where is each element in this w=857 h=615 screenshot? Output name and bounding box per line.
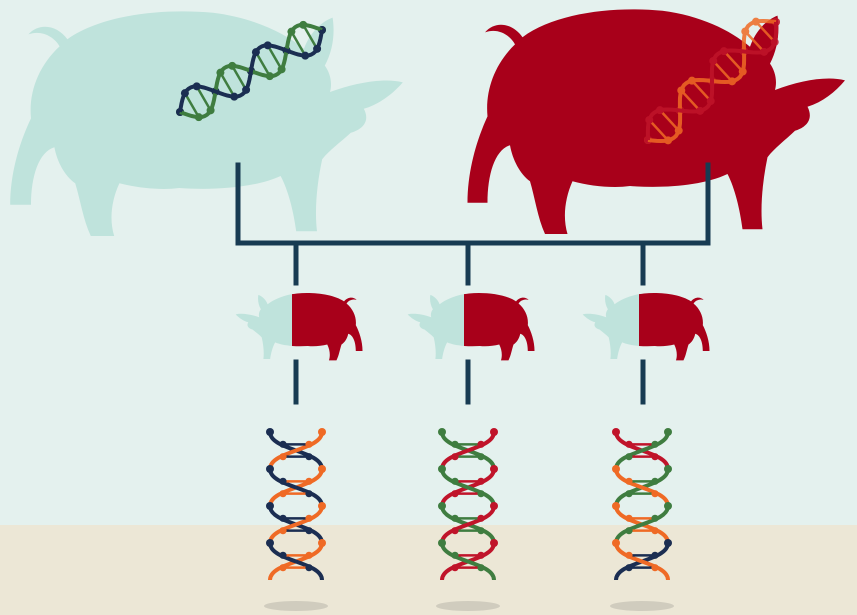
dna-node xyxy=(318,502,326,510)
dna-node xyxy=(279,478,286,485)
dna-node xyxy=(305,564,312,571)
dna-node xyxy=(490,465,498,473)
dna-node xyxy=(625,527,632,534)
dna-node xyxy=(266,539,274,547)
dna-shadow xyxy=(436,601,500,611)
dna-node xyxy=(664,428,672,436)
dna-node xyxy=(305,490,312,497)
dna-node xyxy=(279,564,286,571)
dna-node xyxy=(477,478,484,485)
dna-node xyxy=(612,502,620,510)
dna-node xyxy=(438,502,446,510)
dna-node xyxy=(651,527,658,534)
dna-node xyxy=(625,441,632,448)
dna-node xyxy=(612,428,620,436)
dna-node xyxy=(451,552,458,559)
dna-node xyxy=(305,515,312,522)
dna-node xyxy=(305,552,312,559)
dna-node xyxy=(438,428,446,436)
dna-node xyxy=(305,441,312,448)
dna-node xyxy=(651,564,658,571)
dna-node xyxy=(451,515,458,522)
floor-band xyxy=(0,525,857,615)
dna-node xyxy=(625,515,632,522)
dna-node xyxy=(625,478,632,485)
dna-node xyxy=(477,552,484,559)
dna-node xyxy=(490,539,498,547)
dna-node xyxy=(651,490,658,497)
dna-node xyxy=(451,441,458,448)
dna-node xyxy=(477,490,484,497)
dna-node xyxy=(612,465,620,473)
dna-node xyxy=(451,564,458,571)
dna-shadow xyxy=(264,601,328,611)
dna-node xyxy=(266,465,274,473)
dna-node xyxy=(651,478,658,485)
dna-node xyxy=(612,539,620,547)
dna-node xyxy=(438,539,446,547)
dna-node xyxy=(477,564,484,571)
dna-node xyxy=(477,441,484,448)
dna-node xyxy=(477,453,484,460)
dna-node xyxy=(279,453,286,460)
dna-node xyxy=(625,564,632,571)
dna-node xyxy=(266,428,274,436)
dna-node xyxy=(318,465,326,473)
dna-node xyxy=(279,515,286,522)
dna-node xyxy=(451,453,458,460)
dna-node xyxy=(279,527,286,534)
dna-node xyxy=(490,428,498,436)
dna-shadow xyxy=(610,601,674,611)
dna-node xyxy=(305,453,312,460)
dna-node xyxy=(451,490,458,497)
dna-node xyxy=(451,527,458,534)
dna-node xyxy=(318,539,326,547)
dna-node xyxy=(318,428,326,436)
dna-node xyxy=(651,552,658,559)
dna-node xyxy=(279,490,286,497)
dna-node xyxy=(477,527,484,534)
dna-node xyxy=(477,515,484,522)
dna-node xyxy=(305,478,312,485)
dna-node xyxy=(664,502,672,510)
dna-node xyxy=(490,502,498,510)
dna-node xyxy=(625,490,632,497)
dna-node xyxy=(651,453,658,460)
dna-node xyxy=(651,515,658,522)
dna-node xyxy=(438,465,446,473)
dna-node xyxy=(625,552,632,559)
dna-node xyxy=(279,552,286,559)
dna-node xyxy=(625,453,632,460)
dna-node xyxy=(664,539,672,547)
dna-node xyxy=(305,527,312,534)
dna-node xyxy=(279,441,286,448)
dna-node xyxy=(664,465,672,473)
dna-node xyxy=(266,502,274,510)
dna-node xyxy=(451,478,458,485)
dna-node xyxy=(651,441,658,448)
